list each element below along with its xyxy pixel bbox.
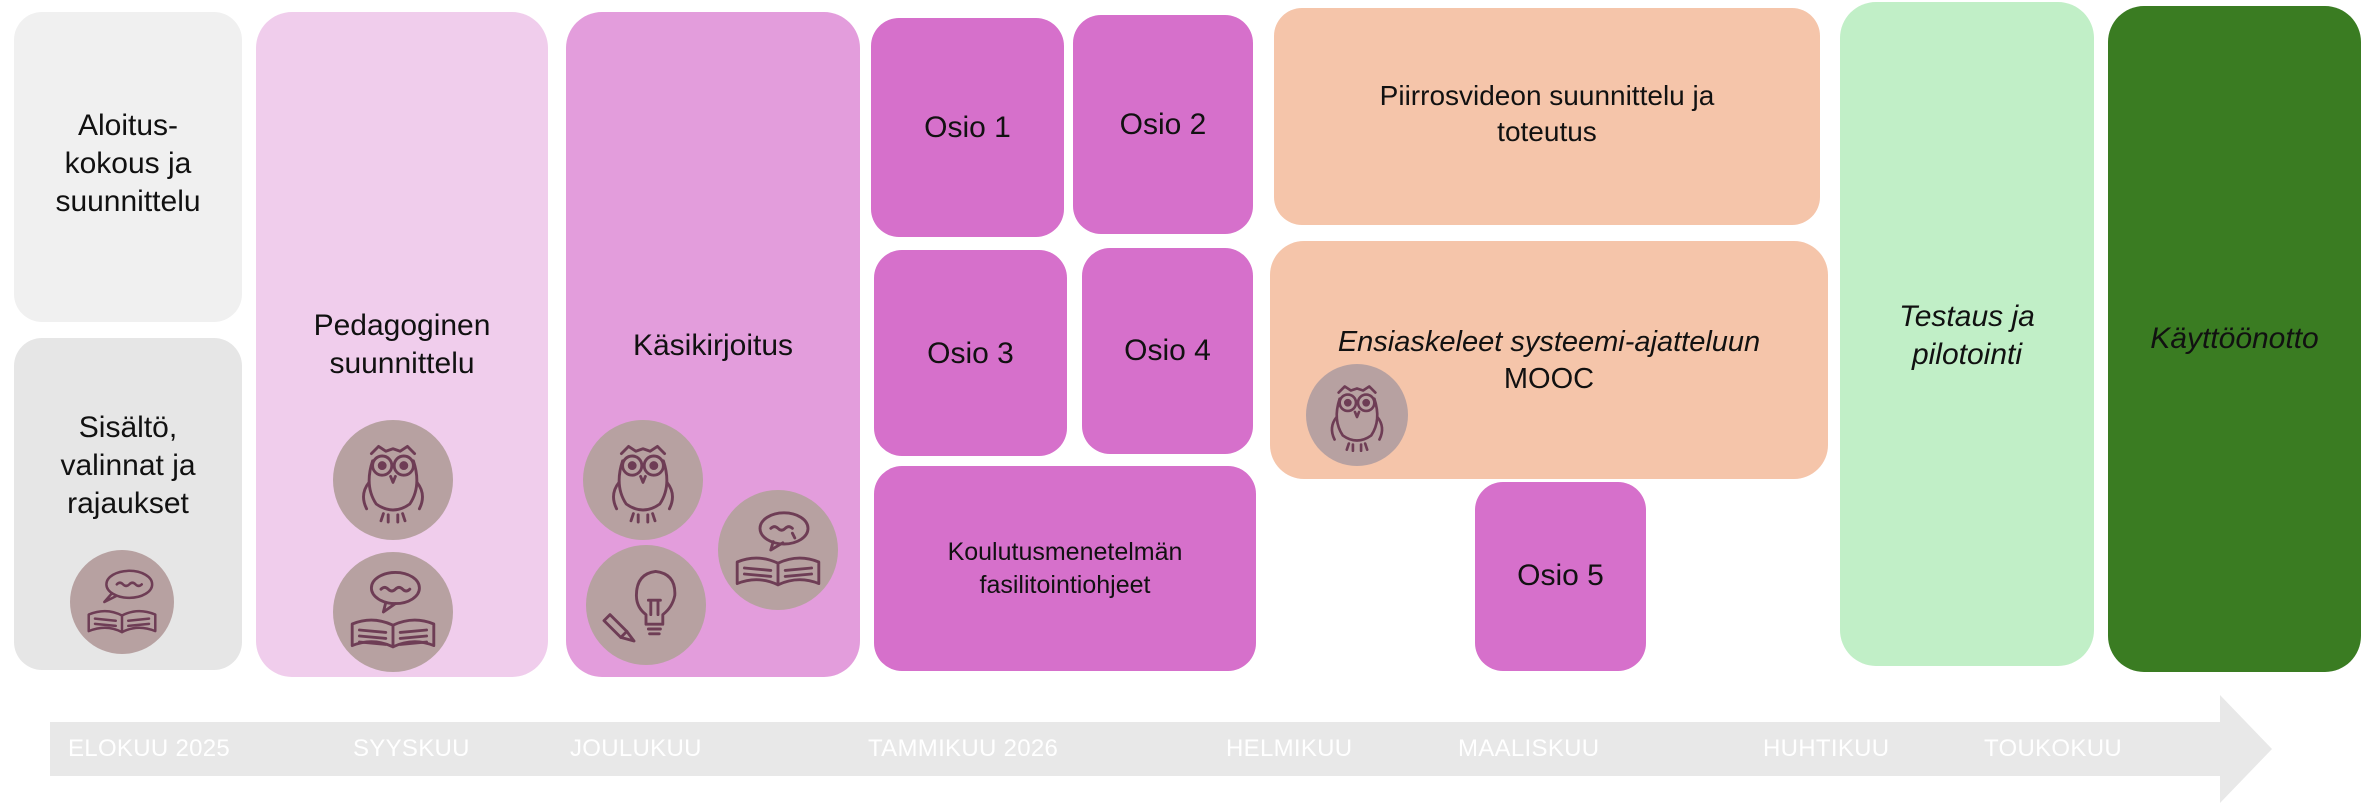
osio-4 <box>1082 248 1253 454</box>
piirrosvideo-label: Piirrosvideon suunnittelu ja toteutus <box>1379 80 1715 148</box>
testaus-label: Testaus ja pilotointi <box>1899 300 2035 371</box>
koulutusmenetelma-label: Koulutusmenetelmän fasilitointiohjeet <box>947 538 1183 599</box>
osio-3 <box>874 250 1067 456</box>
month-label: MAALISKUU <box>1458 735 1600 762</box>
month-label: HELMIKUU <box>1226 735 1353 762</box>
osio-5-label: Osio 5 <box>1517 559 1604 592</box>
phase-pedagoginen-label: Pedagoginen suunnittelu <box>313 309 491 380</box>
month-label: JOULUKUU <box>570 735 702 762</box>
speech-book-icon <box>70 550 174 654</box>
kayttoonotto-label: Käyttöönotto <box>2150 322 2319 355</box>
speech-book-icon <box>718 490 838 610</box>
mooc-suffix: MOOC <box>1503 363 1595 395</box>
month-label: TAMMIKUU 2026 <box>868 735 1059 762</box>
osio-1 <box>871 18 1064 237</box>
phase-kasikirjoitus-label: Käsikirjoitus <box>632 329 794 362</box>
month-label: HUHTIKUU <box>1763 735 1890 762</box>
lightbulb-pencil-icon <box>586 545 706 665</box>
koulutusmenetelma <box>874 466 1256 671</box>
piirrosvideo <box>1274 8 1820 225</box>
osio-5 <box>1475 482 1646 671</box>
owl-icon <box>333 420 453 540</box>
testaus <box>1840 2 2094 666</box>
mooc-title: Ensiaskeleet systeemi-ajatteluun <box>1337 326 1761 358</box>
phase-aloitus-label: Aloitus- kokous ja suunnittelu <box>55 109 201 218</box>
month-label: SYYSKUU <box>353 735 470 762</box>
month-label: ELOKUU 2025 <box>68 735 231 762</box>
phase-aloitus <box>14 12 242 322</box>
osio-4-label: Osio 4 <box>1124 334 1211 367</box>
owl-icon <box>583 420 703 540</box>
osio-3-label: Osio 3 <box>927 337 1014 370</box>
month-label: TOUKOKUU <box>1984 735 2122 762</box>
osio-2-label: Osio 2 <box>1119 108 1207 141</box>
speech-book-icon <box>333 552 453 672</box>
osio-2 <box>1073 15 1253 234</box>
kayttoonotto <box>2108 6 2361 672</box>
phase-sisalto-label: Sisältö, valinnat ja rajaukset <box>60 411 196 520</box>
osio-1-label: Osio 1 <box>924 111 1011 144</box>
owl-icon <box>1306 364 1408 466</box>
